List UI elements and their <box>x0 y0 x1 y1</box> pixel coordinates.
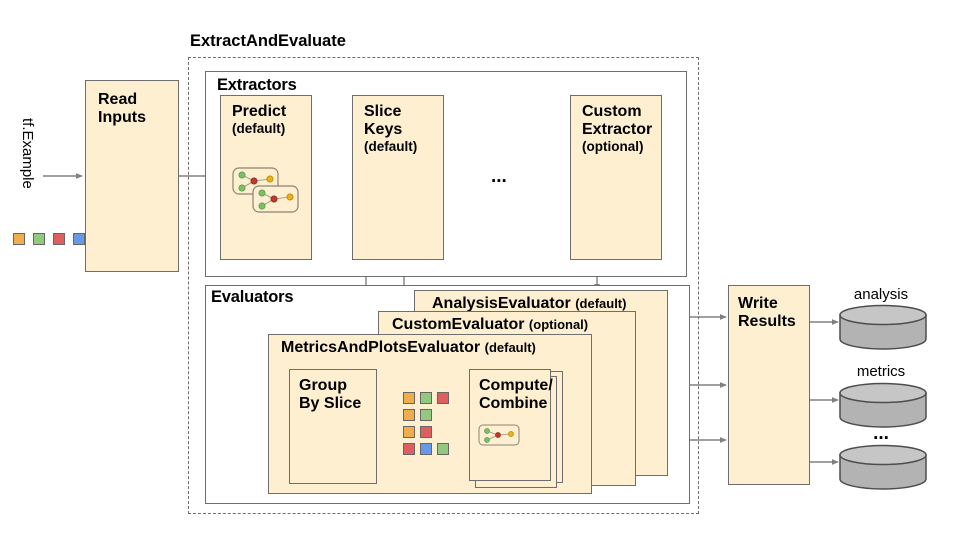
output-label-metrics: metrics <box>856 363 906 380</box>
output-cylinder-analysis <box>839 304 927 350</box>
compute-combine-graph-icon <box>478 424 520 446</box>
extractor-custom-box[interactable]: Custom Extractor (optional) <box>570 95 662 260</box>
metrics-and-plots-evaluator-box[interactable]: MetricsAndPlotsEvaluator (default) Group… <box>268 334 592 494</box>
extractors-title: Extractors <box>217 76 297 94</box>
group-by-slice-line1: Group <box>299 377 347 394</box>
write-results-line2: Results <box>738 312 796 330</box>
slice-swatch-grid <box>403 392 465 455</box>
group-by-slice-line2: By Slice <box>299 394 362 412</box>
output-label-more: ... <box>873 423 889 444</box>
compute-combine-line1: Compute/ <box>479 377 553 394</box>
output-cylinder-metrics <box>839 382 927 428</box>
extractor-slice-keys-box[interactable]: Slice Keys (default) <box>352 95 444 260</box>
custom-extractor-line2: Extractor <box>582 120 653 138</box>
swatch-green <box>33 233 45 245</box>
slice-swatch <box>403 426 415 438</box>
custom-evaluator-qualifier: (optional) <box>528 317 589 332</box>
compute-combine-box[interactable]: Compute/ Combine <box>469 369 553 481</box>
extractor-predict-box[interactable]: Predict (default) <box>220 95 312 260</box>
slice-swatch <box>437 392 449 404</box>
input-swatches <box>13 233 85 249</box>
metrics-evaluator-qualifier: (default) <box>484 340 536 355</box>
predict-qualifier: (default) <box>232 120 286 136</box>
predict-graph-icon <box>232 167 299 213</box>
custom-extractor-qualifier: (optional) <box>582 138 644 154</box>
output-cylinder-more <box>839 444 927 490</box>
evaluators-title: Evaluators <box>211 288 294 306</box>
group-by-slice-box[interactable]: Group By Slice <box>289 369 377 484</box>
slice-swatch <box>420 426 432 438</box>
extract-and-evaluate-container <box>188 57 699 514</box>
read-inputs-box[interactable]: Read Inputs <box>85 80 179 272</box>
write-results-line1: Write <box>738 295 778 312</box>
swatch-red <box>53 233 65 245</box>
extract-and-evaluate-title: ExtractAndEvaluate <box>190 32 346 50</box>
read-inputs-line1: Read <box>98 91 138 108</box>
extractors-ellipsis: ... <box>491 166 507 187</box>
slice-swatch <box>420 392 432 404</box>
custom-extractor-line1: Custom <box>582 103 642 120</box>
read-inputs-line2: Inputs <box>98 108 146 126</box>
write-results-box[interactable]: Write Results <box>728 285 810 485</box>
slice-swatch <box>437 443 449 455</box>
analysis-evaluator-qualifier: (default) <box>575 296 627 311</box>
slice-keys-line2: Keys <box>364 120 403 138</box>
compute-combine-line2: Combine <box>479 394 548 412</box>
slice-swatch <box>420 443 432 455</box>
predict-line1: Predict <box>232 103 287 120</box>
slice-swatch <box>403 392 415 404</box>
slice-swatch <box>403 409 415 421</box>
input-label: tf.Example <box>19 118 36 189</box>
output-label-analysis: analysis <box>853 286 909 303</box>
slice-swatch <box>420 409 432 421</box>
custom-evaluator-name: CustomEvaluator <box>392 316 525 333</box>
slice-keys-line1: Slice <box>364 103 402 120</box>
metrics-evaluator-name: MetricsAndPlotsEvaluator <box>281 339 481 356</box>
swatch-orange <box>13 233 25 245</box>
swatch-blue <box>73 233 85 245</box>
slice-swatch <box>403 443 415 455</box>
analysis-evaluator-name: AnalysisEvaluator <box>432 295 571 312</box>
slice-keys-qualifier: (default) <box>364 138 418 154</box>
